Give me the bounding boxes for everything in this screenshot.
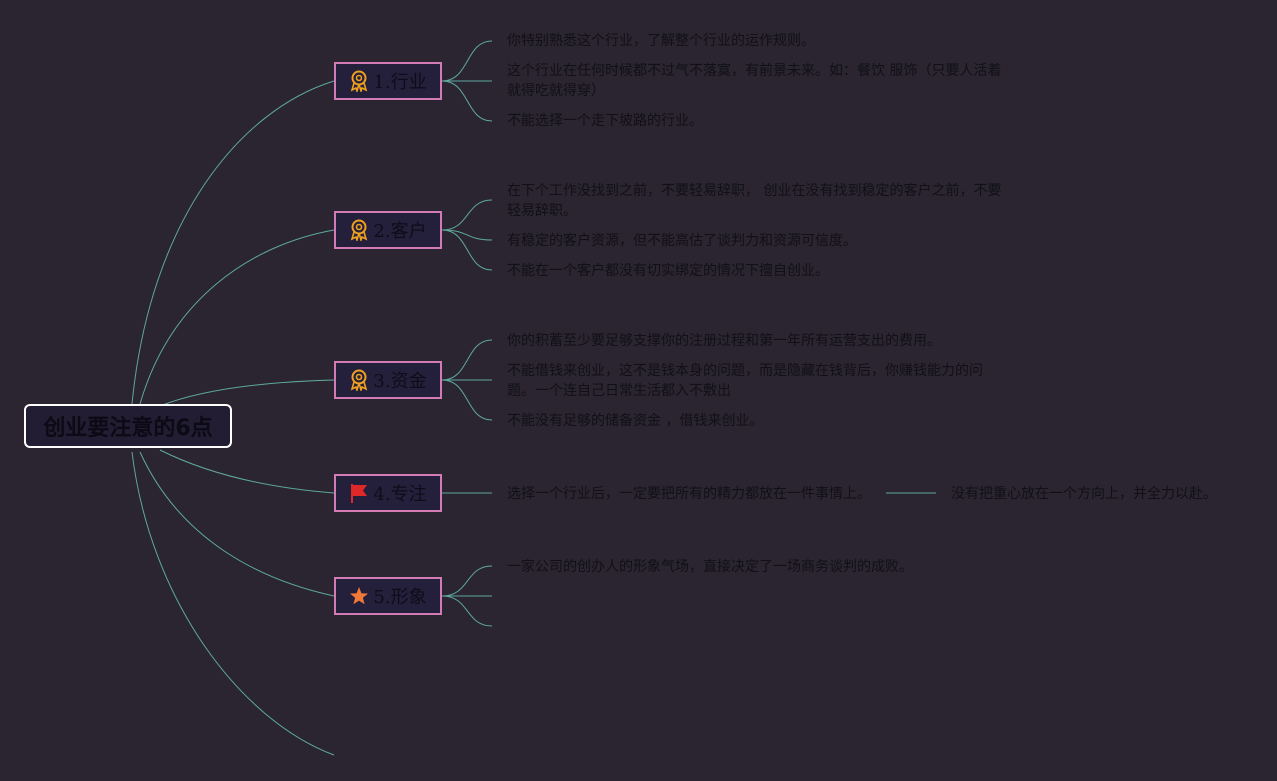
topic-funds[interactable]: 3.资金 <box>334 361 442 399</box>
red-flag-icon <box>349 482 369 504</box>
topic-focus[interactable]: 4.专注 <box>334 474 442 512</box>
connector-topic1-detail1 <box>441 40 493 82</box>
award-ribbon-icon <box>349 219 369 241</box>
detail-text: 不能选择一个走下坡路的行业。 <box>507 113 703 129</box>
connector-topic2-detail1 <box>441 199 493 231</box>
connector-topic1-detail3 <box>441 80 493 122</box>
topic-label: 4.专注 <box>373 484 427 505</box>
detail-text: 有稳定的客户资源，但不能高估了谈判力和资源可信度。 <box>507 233 857 249</box>
root-topic-label: 创业要注意的6点 <box>43 416 213 441</box>
detail-text: 你的积蓄至少要足够支撑你的注册过程和第一年所有运营支出的费用。 <box>507 333 941 349</box>
detail-text: 在下个工作没找到之前，不要轻易辞职， 创业在没有找到稳定的客户之前，不要轻易辞职… <box>507 183 1002 219</box>
connector-root-topic-4 <box>159 449 335 494</box>
connector-topic5-detail1 <box>441 565 493 597</box>
topic-label: 3.资金 <box>373 371 427 392</box>
detail-text: 选择一个行业后，一定要把所有的精力都放在一件事情上。 <box>507 486 871 502</box>
detail-text: 你特别熟悉这个行业，了解整个行业的运作规则。 <box>507 33 815 49</box>
root-topic[interactable]: 创业要注意的6点 <box>24 404 232 448</box>
connector-root-topic-1 <box>131 80 335 405</box>
topic-label: 5.形象 <box>373 587 427 608</box>
connector-topic3-detail3 <box>441 379 493 421</box>
topic-industry[interactable]: 1.行业 <box>334 62 442 100</box>
topic-customer[interactable]: 2.客户 <box>334 211 442 249</box>
connector-topic3-detail1 <box>441 339 493 381</box>
detail-text: 不能在一个客户都没有切实绑定的情况下擅自创业。 <box>507 263 829 279</box>
connector-root-topic-5 <box>139 451 335 597</box>
star-icon <box>349 585 369 607</box>
topic-label: 1.行业 <box>373 72 427 93</box>
detail-text: 不能借钱来创业，这不是钱本身的问题，而是隐藏在钱背后，你赚钱能力的问题。一个连自… <box>507 363 983 399</box>
connector-topic5-detail3 <box>441 595 493 627</box>
connector-topic2-detail3 <box>441 229 493 271</box>
detail-text: 一家公司的创办人的形象气场，直接决定了一场商务谈判的成败。 <box>507 559 913 575</box>
detail-text: 不能没有足够的储备资金 ，借钱来创业。 <box>507 413 764 429</box>
connector-root-topic-3 <box>159 379 335 407</box>
award-ribbon-icon <box>349 70 369 92</box>
detail-text: 这个行业在任何时候都不过气不落寞，有前景未来。如：餐饮 服饰（只要人活着就得吃就… <box>507 63 1002 99</box>
award-ribbon-icon <box>349 369 369 391</box>
topic-label: 2.客户 <box>373 221 427 242</box>
connector-root-topic-2 <box>139 229 335 405</box>
connector-topic2-detail2 <box>441 229 493 241</box>
sub-detail-text: 没有把重心放在一个方向上，并全力以赴。 <box>951 486 1217 502</box>
connector-root-topic-6 <box>131 451 335 756</box>
topic-image[interactable]: 5.形象 <box>334 577 442 615</box>
